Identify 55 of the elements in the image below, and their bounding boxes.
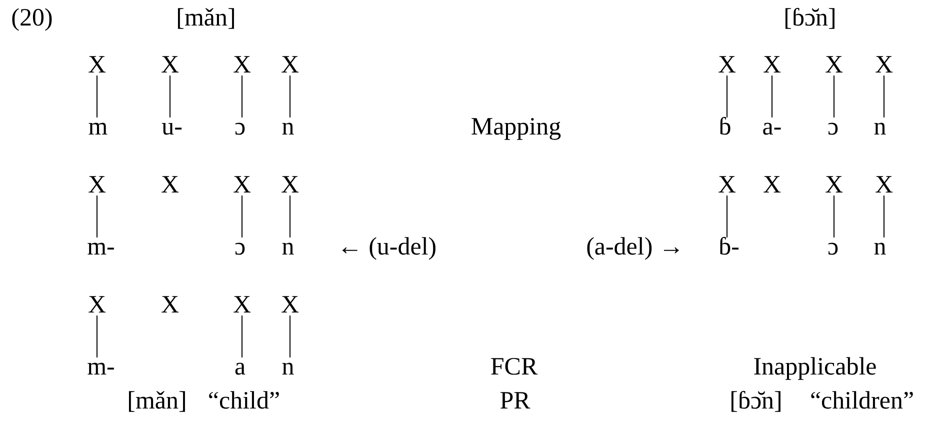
x-slot: X	[160, 292, 180, 318]
segment-symbol: n	[282, 114, 294, 140]
x-slot: X	[280, 52, 300, 78]
segment-symbol: ɓ-	[718, 234, 740, 260]
segment-symbol: u-	[162, 114, 182, 140]
segment-symbol: a-	[762, 114, 782, 140]
association-line	[726, 195, 728, 238]
rule-result: Inapplicable	[753, 354, 877, 380]
segment-symbol: ɔ	[827, 114, 839, 140]
x-slot: X	[718, 52, 736, 78]
gloss: “children”	[810, 388, 914, 414]
association-line	[726, 75, 728, 118]
association-line	[96, 315, 98, 358]
x-slot: X	[88, 292, 106, 318]
segment-symbol: m	[88, 114, 108, 140]
x-slot: X	[824, 172, 844, 198]
x-slot: X	[280, 292, 300, 318]
association-line	[96, 195, 98, 238]
transcription: [ɓɔ̆n]	[730, 388, 782, 414]
x-slot: X	[232, 292, 252, 318]
rule-label: (a-del) →	[586, 234, 684, 260]
x-slot: X	[88, 172, 106, 198]
association-line	[96, 75, 98, 118]
segment-symbol: a	[234, 354, 246, 380]
rule-name: FCR	[490, 354, 538, 380]
x-slot: X	[718, 172, 736, 198]
rule-label: ← (u-del)	[337, 234, 437, 260]
segment-symbol: ɔ	[234, 234, 246, 260]
segment-symbol: n	[874, 114, 886, 140]
example-number: (20)	[11, 6, 53, 30]
x-slot: X	[88, 52, 106, 78]
rule-name: PR	[500, 388, 530, 414]
x-slot: X	[762, 172, 782, 198]
segment-symbol: ɔ	[234, 114, 246, 140]
segment-symbol: n	[282, 354, 294, 380]
segment-symbol: ɓ	[718, 114, 732, 140]
x-slot: X	[874, 172, 894, 198]
transcription: [mǎn]	[176, 6, 236, 30]
segment-symbol: n	[282, 234, 294, 260]
segment-symbol: n	[874, 234, 886, 260]
x-slot: X	[762, 52, 782, 78]
rule-name: Mapping	[470, 114, 562, 140]
segment-symbol: m-	[87, 354, 115, 380]
x-slot: X	[232, 52, 252, 78]
x-slot: X	[874, 52, 894, 78]
x-slot: X	[160, 172, 180, 198]
x-slot: X	[280, 172, 300, 198]
segment-symbol: ɔ	[827, 234, 839, 260]
transcription: [mǎn]	[127, 388, 187, 414]
x-slot: X	[824, 52, 844, 78]
segment-symbol: m-	[87, 234, 115, 260]
x-slot: X	[160, 52, 180, 78]
x-slot: X	[232, 172, 252, 198]
transcription: [ɓɔ̆n]	[784, 6, 836, 30]
gloss: “child”	[208, 388, 280, 414]
